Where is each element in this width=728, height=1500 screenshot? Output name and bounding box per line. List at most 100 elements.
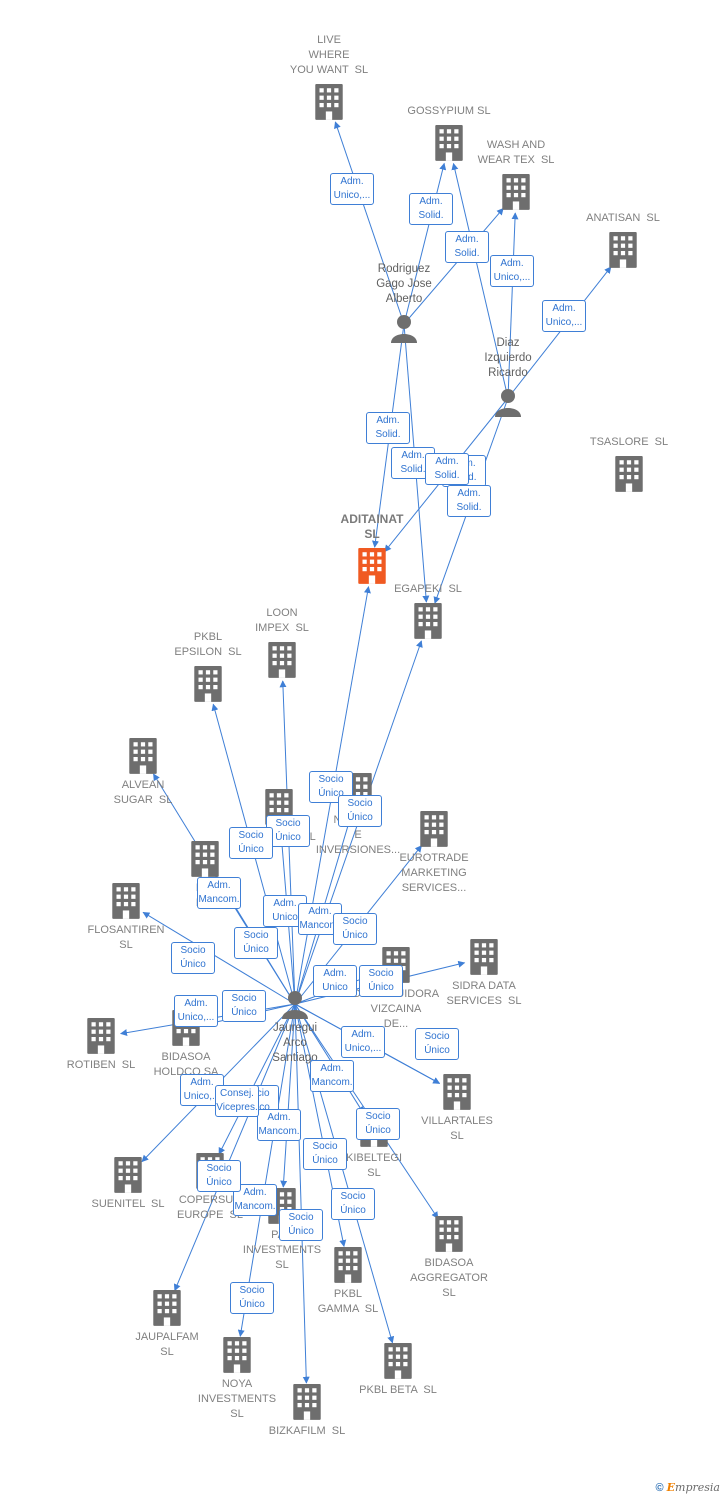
edge-jauregui-kibeltegi (294, 1003, 364, 1114)
building-icon-jaupalfam[interactable] (153, 1290, 181, 1326)
edge-role-label[interactable]: Adm. Solid. (445, 231, 489, 263)
node-label-gamma[interactable]: PKBL GAMMA SL (317, 1288, 379, 1315)
edge-role-label[interactable]: Adm. Unico,... (542, 300, 586, 332)
edge-role-label[interactable]: Consej. Vicepres. (215, 1085, 259, 1117)
brand-footer: © Empresia (655, 1481, 720, 1494)
node-label-beta[interactable]: PKBL BETA SL (359, 1384, 437, 1396)
person-icon-rodriguez[interactable] (391, 315, 417, 343)
building-icon-aggregator[interactable] (435, 1216, 463, 1252)
edge-role-label[interactable]: Socio Único (229, 827, 273, 859)
node-label-live[interactable]: LIVE WHERE YOU WANT SL (289, 34, 369, 76)
building-icon-epsilon[interactable] (194, 666, 222, 702)
edge-jauregui-pacific (280, 1003, 296, 1188)
node-label-holdco[interactable]: BIDASOA HOLDCO SA (153, 1051, 219, 1078)
edge-role-label[interactable]: Adm. Unico (313, 965, 357, 997)
building-icon-wash[interactable] (502, 174, 530, 210)
building-icon-sidra[interactable] (470, 939, 498, 975)
edge-role-label[interactable]: Socio Único (415, 1028, 459, 1060)
node-label-alvean[interactable]: ALVEAN SUGAR SL (113, 779, 173, 806)
building-icon-gamma[interactable] (334, 1247, 362, 1283)
edge-role-label[interactable]: Socio Único (338, 795, 382, 827)
edge-diaz-gossypium (451, 162, 509, 399)
node-label-flosantiren[interactable]: FLOSANTIREN SL (87, 924, 165, 951)
edge-diaz-anatisan (507, 266, 612, 399)
edge-jauregui-copersuc (218, 1003, 296, 1155)
edge-rodriguez-gossypium (403, 162, 447, 325)
edge-role-label[interactable]: Socio Único (359, 965, 403, 997)
building-icon-egapeki[interactable] (414, 603, 442, 639)
building-icon-bidr[interactable] (191, 841, 219, 877)
edge-role-label[interactable]: Adm. Unico,... (330, 173, 374, 205)
building-icon-loon[interactable] (268, 642, 296, 678)
node-label-eurotrade[interactable]: EUROTRADE MARKETING SERVICES... (399, 852, 469, 894)
edge-role-label[interactable]: Socio Único (222, 990, 266, 1022)
edge-rodriguez-wash (403, 207, 504, 325)
edge-role-label[interactable]: Socio Único (234, 927, 278, 959)
edge-role-label[interactable]: Socio Único (356, 1108, 400, 1140)
node-label-diaz[interactable]: Diaz Izquierdo Ricardo (484, 337, 532, 379)
building-icon-beta[interactable] (384, 1343, 412, 1379)
building-icon-noya[interactable] (223, 1337, 251, 1373)
edge-jauregui-flosantiren (142, 911, 296, 1005)
building-icon-eurotrade[interactable] (420, 811, 448, 847)
edge-role-label[interactable]: Adm. Mancom. (257, 1109, 301, 1141)
node-label-rotiben[interactable]: ROTIBEN SL (66, 1059, 136, 1071)
edge-jauregui-noya (237, 1003, 296, 1337)
building-icon-anatisan[interactable] (609, 232, 637, 268)
edge-rodriguez-live (334, 121, 405, 325)
edge-role-label[interactable]: Adm. Solid. (425, 453, 469, 485)
building-icon-alvean[interactable] (129, 738, 157, 774)
building-icon-live[interactable] (315, 84, 343, 120)
edge-role-label[interactable]: Socio Único (230, 1282, 274, 1314)
edge-role-label[interactable]: Socio Único (331, 1188, 375, 1220)
node-label-sidra[interactable]: SIDRA DATA SERVICES SL (446, 980, 522, 1007)
edge-role-label[interactable]: Adm. Mancom. (197, 877, 241, 909)
node-label-aggregator[interactable]: BIDASOA AGGREGATOR SL (410, 1257, 488, 1299)
node-label-aditainat[interactable]: ADITAINAT SL (340, 512, 404, 541)
node-label-anatisan[interactable]: ANATISAN SL (586, 212, 660, 224)
node-label-suenitel[interactable]: SUENITEL SL (91, 1198, 165, 1210)
edge-role-label[interactable]: Socio Único (333, 913, 377, 945)
edge-jauregui-bizkafilm (294, 1003, 310, 1384)
node-label-jaupalfam[interactable]: JAUPALFAM SL (135, 1331, 199, 1358)
node-label-loon[interactable]: LOON IMPEX SL (255, 607, 309, 634)
edge-role-label[interactable]: Socio Único (197, 1160, 241, 1192)
edge-role-label[interactable]: Adm. Solid. (447, 485, 491, 517)
building-icon-rotiben[interactable] (87, 1018, 115, 1054)
person-icon-diaz[interactable] (495, 389, 521, 417)
node-label-bizkafilm[interactable]: BIZKAFILM SL (268, 1425, 346, 1437)
node-label-gossypium[interactable]: GOSSYPIUM SL (407, 105, 491, 117)
edge-role-label[interactable]: Socio Único (266, 815, 310, 847)
node-label-egapeki[interactable]: EGAPEKI SL (394, 583, 462, 595)
building-icon-villartales[interactable] (443, 1074, 471, 1110)
edge-role-label[interactable]: Socio Único (171, 942, 215, 974)
node-label-tsaslore[interactable]: TSASLORE SL (589, 436, 669, 448)
edge-role-label[interactable]: Adm. Mancom. (310, 1060, 354, 1092)
building-icon-gossypium[interactable] (435, 125, 463, 161)
edge-role-label[interactable]: Adm. Solid. (366, 412, 410, 444)
brand-logo-text: mpresia (675, 1481, 720, 1494)
node-label-noya[interactable]: NOYA INVESTMENTS SL (197, 1378, 277, 1420)
person-icon-jauregui[interactable] (282, 991, 308, 1019)
edge-diaz-wash (507, 212, 519, 399)
building-icon-flosantiren[interactable] (112, 883, 140, 919)
edge-role-label[interactable]: Adm. Unico,... (174, 995, 218, 1027)
edge-role-label[interactable]: Adm. Solid. (409, 193, 453, 225)
building-icon-bizkafilm[interactable] (293, 1384, 321, 1420)
edge-role-label[interactable]: Adm. Unico,... (341, 1026, 385, 1058)
node-label-kibeltegi[interactable]: KIBELTEGI SL (345, 1152, 403, 1179)
building-icon-tsaslore[interactable] (615, 456, 643, 492)
node-label-rodriguez[interactable]: Rodriguez Gago Jose Alberto (376, 263, 432, 305)
building-icon-aditainat[interactable] (358, 548, 386, 584)
node-label-epsilon[interactable]: PKBL EPSILON SL (174, 631, 242, 658)
node-label-jauregui[interactable]: Jauregui Arco Santiago (272, 1022, 318, 1064)
node-label-villartales[interactable]: VILLARTALES SL (421, 1115, 493, 1142)
edge-role-label[interactable]: Adm. Unico,... (490, 255, 534, 287)
edge-role-label[interactable]: Socio Único (279, 1209, 323, 1241)
edge-role-label[interactable]: Socio Único (303, 1138, 347, 1170)
edge-jauregui-jaupalfam (173, 1003, 296, 1292)
copyright-icon: © (655, 1482, 664, 1494)
node-label-wash[interactable]: WASH AND WEAR TEX SL (477, 139, 555, 166)
brand-logo-e: E (666, 1481, 676, 1494)
building-icon-suenitel[interactable] (114, 1157, 142, 1193)
